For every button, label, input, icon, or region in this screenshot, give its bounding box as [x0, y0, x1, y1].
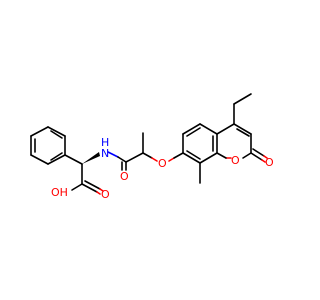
bond	[216, 123, 235, 135]
nitrogen-label: N	[101, 147, 109, 160]
bond	[233, 123, 252, 135]
bond-lactone-co	[250, 152, 263, 161]
bond	[30, 154, 49, 165]
bond-lactone-co-end	[263, 155, 268, 159]
phenyl-ring	[30, 126, 66, 165]
structure-diagram: N H OH O O O O O	[30, 93, 274, 201]
bond-wedge-calpha-n	[82, 152, 100, 164]
bond	[47, 154, 66, 165]
bond	[199, 152, 218, 164]
bond	[30, 126, 49, 137]
ether-oxygen-label: O	[158, 157, 167, 170]
bond-lactone-co-end	[261, 159, 266, 163]
amide-oxygen-label: O	[120, 170, 129, 183]
bond-lactone-co-double	[252, 148, 265, 157]
lactone-oxygen-label: O	[265, 156, 274, 169]
bond-ethyl	[233, 93, 252, 105]
bond-ch-oether	[142, 152, 153, 159]
bond-inner	[186, 127, 201, 137]
bond-oether-ring	[173, 152, 184, 159]
pyranone-ring	[216, 123, 252, 159]
bond-carboxyl-o	[81, 183, 98, 193]
bond-carboxyl-o-end	[99, 188, 104, 192]
bond	[242, 152, 252, 159]
bond-inner	[50, 152, 63, 161]
bond-n-carbonyl	[107, 151, 119, 158]
bond-carboxyl-o-double	[84, 180, 101, 190]
bond	[47, 126, 66, 137]
bond-ring-o	[216, 152, 227, 159]
bond	[182, 152, 201, 164]
bond-inner	[50, 130, 63, 139]
nitrogen-h-label: H	[101, 136, 109, 149]
bond-carbonyl-ch	[125, 152, 144, 163]
bond-n-carbonyl	[117, 156, 127, 163]
bond-oether-ring	[168, 157, 175, 162]
bond-carboxyl-oh	[71, 183, 83, 191]
bond-inner	[186, 150, 201, 160]
bond-ch-oether-end	[151, 157, 158, 162]
benzo-ring	[182, 123, 218, 164]
bond-phenyl-calpha	[64, 154, 83, 165]
carboxyl-oxygen-label: O	[101, 188, 110, 201]
hydroxyl-label: OH	[51, 186, 68, 199]
molecule-svg: N H OH O O O O O	[30, 93, 274, 201]
ring-oxygen-label: O	[231, 154, 240, 167]
bond-inner	[236, 128, 250, 137]
bond	[199, 123, 218, 135]
bond	[182, 123, 201, 135]
bond-carboxyl-o-end	[96, 191, 101, 195]
